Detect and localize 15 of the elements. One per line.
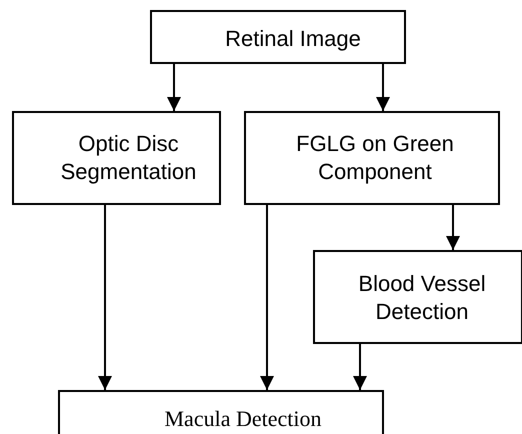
step-label: Macula Detection — [164, 405, 322, 433]
arrow — [446, 205, 460, 250]
process-box — [313, 250, 522, 344]
process-box — [150, 10, 406, 64]
step-label: Retinal Image — [225, 25, 361, 53]
step-label: Optic Disc Segmentation — [60, 130, 198, 186]
process-box — [12, 111, 221, 205]
arrow — [98, 205, 112, 390]
step-label: Blood Vessel Detection — [357, 270, 487, 326]
arrow — [167, 64, 181, 111]
arrow — [353, 344, 367, 390]
process-box — [244, 111, 500, 205]
arrow — [260, 205, 274, 390]
step-label: FGLG on Green Component — [295, 130, 455, 186]
arrow — [376, 64, 390, 111]
